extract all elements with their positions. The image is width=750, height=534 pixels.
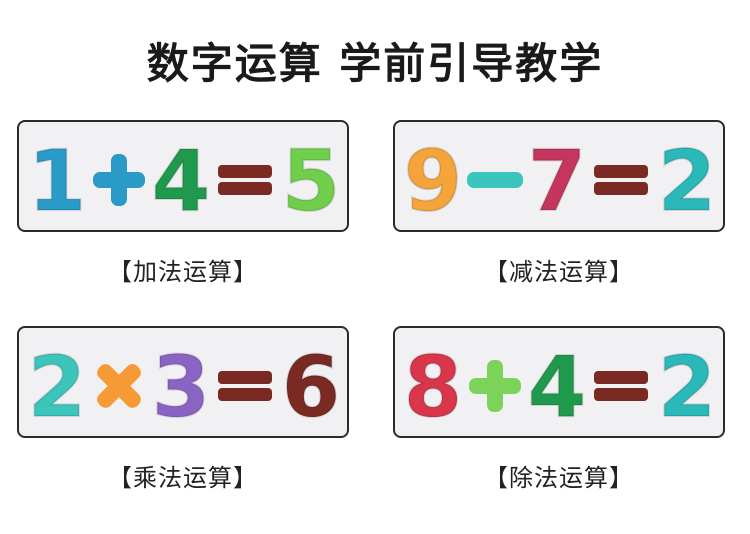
foam-digit-2: 2 (28, 338, 86, 436)
foam-digit-8: 8 (404, 338, 462, 436)
subtraction-caption: 【减法运算】 (484, 258, 634, 286)
foam-digit-3: 3 (152, 338, 210, 436)
foam-digit-4: 4 (528, 338, 586, 436)
foam-digit-6: 6 (282, 338, 340, 436)
foam-digit-2: 2 (658, 132, 716, 230)
addition-caption: 【加法运算】 (108, 258, 258, 286)
foam-plus-sign (469, 360, 521, 412)
division-caption: 【除法运算】 (484, 464, 634, 492)
foam-digit-1: 1 (28, 132, 86, 230)
foam-minus-sign (467, 172, 523, 188)
foam-digit-9: 9 (404, 132, 462, 230)
foam-digit-2: 2 (658, 338, 716, 436)
multiplication-caption: 【乘法运算】 (108, 464, 258, 492)
foam-equals-sign (218, 371, 272, 401)
foam-equals-sign (594, 165, 648, 195)
foam-plus-sign (93, 154, 145, 206)
foam-times-sign (97, 364, 141, 408)
page-title: 数字运算 学前引导教学 (146, 39, 604, 88)
foam-digit-5: 5 (282, 132, 340, 230)
foam-equals-sign (218, 165, 272, 195)
foam-equals-sign (594, 371, 648, 401)
foam-digit-4: 4 (152, 132, 210, 230)
foam-digit-7: 7 (528, 132, 586, 230)
